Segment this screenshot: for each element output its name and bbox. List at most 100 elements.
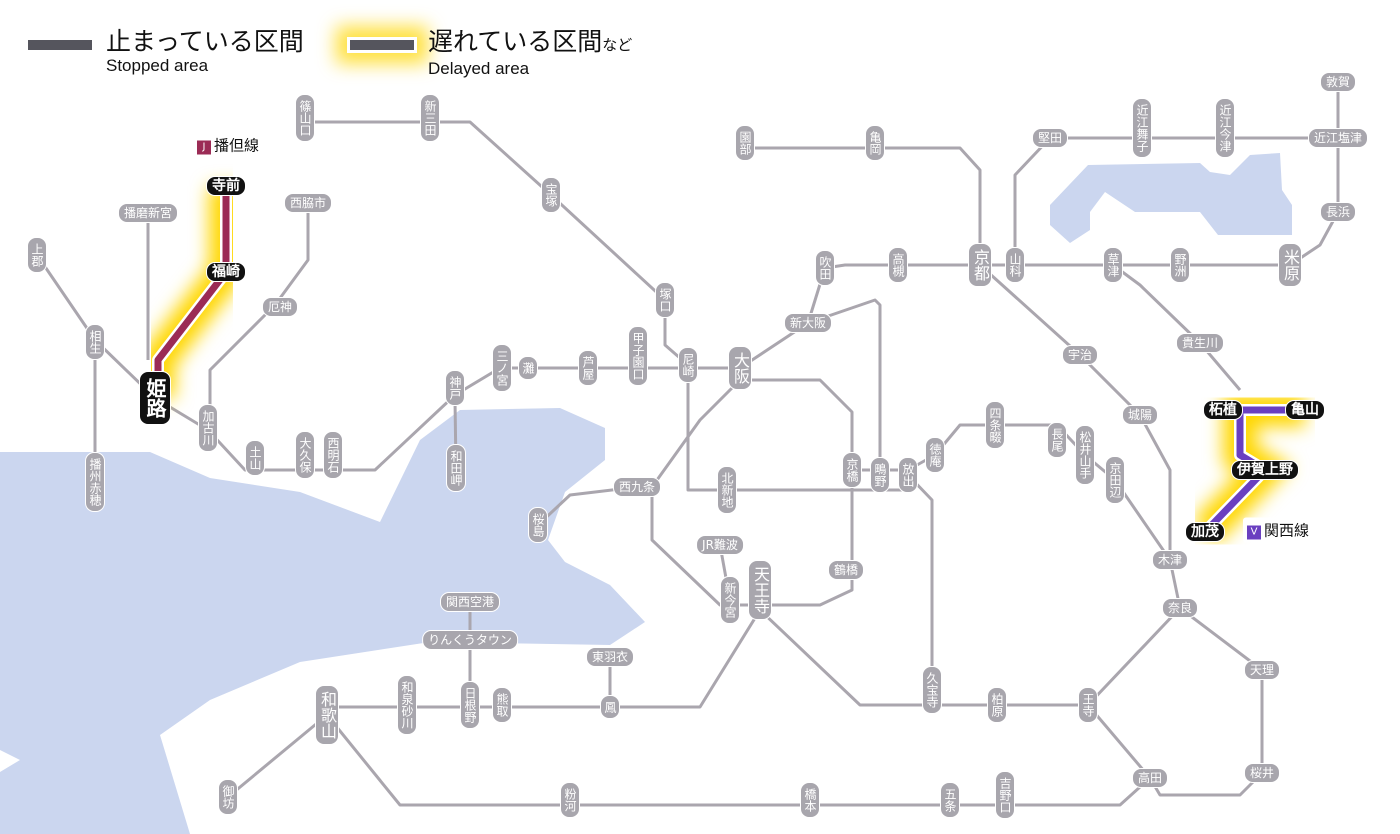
station-sonobe[interactable]: 園部	[735, 125, 755, 161]
station-tsuruga[interactable]: 敦賀	[1319, 72, 1357, 92]
station-nishiwakishi[interactable]: 西脇市	[283, 193, 333, 213]
station-osaka[interactable]: 大阪	[728, 346, 752, 390]
station-nishikujo[interactable]: 西九条	[612, 477, 662, 497]
station-igaueno[interactable]: 伊賀上野	[1231, 460, 1299, 480]
station-uji[interactable]: 宇治	[1061, 345, 1099, 365]
station-hashimoto[interactable]: 橋本	[800, 782, 820, 818]
station-omishiotsu[interactable]: 近江塩津	[1307, 128, 1369, 148]
track-segment	[1112, 263, 1242, 391]
track-segment	[686, 365, 908, 492]
station-himeji[interactable]: 姫路	[139, 371, 171, 425]
station-ashiya[interactable]: 芦屋	[578, 350, 598, 386]
station-wakayama[interactable]: 和歌山	[315, 685, 339, 745]
station-kamo[interactable]: 加茂	[1185, 522, 1225, 542]
station-takada[interactable]: 高田	[1131, 768, 1169, 788]
station-teramae[interactable]: 寺前	[206, 176, 246, 196]
station-gojo[interactable]: 五条	[940, 782, 960, 818]
station-maibara[interactable]: 米原	[1278, 243, 1302, 287]
station-kyoto[interactable]: 京都	[968, 243, 992, 287]
station-takarazuka[interactable]: 宝塚	[541, 177, 561, 213]
station-gobo[interactable]: 御坊	[218, 779, 238, 815]
station-aioi[interactable]: 相生	[85, 324, 105, 360]
station-hanaten[interactable]: 放出	[898, 457, 918, 493]
station-shinosaka[interactable]: 新大阪	[783, 313, 833, 333]
station-kameyama[interactable]: 亀山	[1285, 400, 1325, 420]
station-tokuan[interactable]: 徳庵	[925, 437, 945, 473]
station-oji[interactable]: 王寺	[1078, 687, 1098, 723]
station-nagahama[interactable]: 長浜	[1319, 202, 1357, 222]
stopped-swatch	[28, 40, 92, 50]
station-otori[interactable]: 鳳	[600, 695, 620, 719]
station-sakurajima[interactable]: 桜島	[528, 507, 548, 543]
station-omiimazu[interactable]: 近江今津	[1215, 98, 1235, 158]
station-shijonawate[interactable]: 四条畷	[985, 401, 1005, 449]
station-amagasaki[interactable]: 尼崎	[678, 347, 698, 383]
station-rinkutown[interactable]: りんくうタウン	[422, 630, 518, 650]
station-yoshinoguchi[interactable]: 吉野口	[995, 771, 1015, 819]
station-kitashinchi[interactable]: 北新地	[717, 466, 737, 514]
station-higashihagoromo[interactable]: 東羽衣	[585, 647, 635, 667]
station-banshuako[interactable]: 播州赤穂	[85, 452, 105, 512]
station-koshienguchi[interactable]: 甲子園口	[628, 326, 648, 386]
station-yakujin[interactable]: 厄神	[261, 297, 299, 317]
station-jrnamba[interactable]: JR難波	[696, 535, 744, 555]
station-kokawa[interactable]: 粉河	[560, 782, 580, 818]
station-izumisunagawa[interactable]: 和泉砂川	[397, 675, 417, 735]
station-tsuruhashi[interactable]: 鶴橋	[827, 560, 865, 580]
station-shigino[interactable]: 鴫野	[870, 457, 890, 493]
station-tennoji[interactable]: 天王寺	[748, 560, 772, 620]
station-kashiwara[interactable]: 柏原	[987, 687, 1007, 723]
station-kobe[interactable]: 神戸	[445, 370, 465, 406]
station-nara[interactable]: 奈良	[1161, 598, 1199, 618]
station-harimashingu[interactable]: 播磨新宮	[117, 203, 179, 223]
line-badge-kansai: V	[1246, 525, 1261, 540]
station-nishiakashi[interactable]: 西明石	[323, 431, 343, 479]
station-tsukaguchi[interactable]: 塚口	[655, 282, 675, 318]
station-takatsuki[interactable]: 高槻	[888, 247, 908, 283]
station-nagao[interactable]: 長尾	[1047, 422, 1067, 458]
station-tsuge[interactable]: 柘植	[1203, 400, 1243, 420]
station-shinimamiya[interactable]: 新今宮	[720, 576, 740, 624]
station-wadamisaki[interactable]: 和田岬	[446, 444, 466, 492]
legend-stopped-jp: 止まっている区間	[106, 27, 304, 56]
station-shinsanda[interactable]: 新三田	[420, 94, 440, 142]
station-sakurai[interactable]: 桜井	[1243, 763, 1281, 783]
osaka-bay-water	[0, 408, 645, 834]
station-yasu[interactable]: 野洲	[1170, 247, 1190, 283]
station-suita[interactable]: 吹田	[815, 250, 835, 286]
station-fukusaki[interactable]: 福崎	[206, 262, 246, 282]
station-kansaiairport[interactable]: 関西空港	[439, 592, 501, 612]
station-kizu[interactable]: 木津	[1151, 550, 1189, 570]
station-hineno[interactable]: 日根野	[460, 681, 480, 729]
station-yamashina[interactable]: 山科	[1005, 247, 1025, 283]
station-kameoka[interactable]: 亀岡	[865, 125, 885, 161]
station-kyotanabe[interactable]: 京田辺	[1105, 456, 1125, 504]
station-kumatori[interactable]: 熊取	[492, 687, 512, 723]
legend-stopped-en: Stopped area	[106, 56, 209, 75]
station-kyuhoji[interactable]: 久宝寺	[922, 666, 942, 714]
station-katata[interactable]: 堅田	[1031, 128, 1069, 148]
station-sasayamaguchi[interactable]: 篠山口	[295, 94, 315, 142]
station-matsuiyamate[interactable]: 松井山手	[1075, 425, 1095, 485]
legend-delayed-suffix: など	[602, 36, 633, 54]
station-kusatsu[interactable]: 草津	[1103, 247, 1123, 283]
station-kamigori[interactable]: 上郡	[27, 237, 47, 273]
station-tenri[interactable]: 天理	[1243, 660, 1281, 680]
track-segment	[305, 120, 689, 367]
legend-delayed-jp-wrap: 遅れている区間など	[428, 28, 632, 59]
station-nada[interactable]: 灘	[518, 356, 538, 380]
station-sannomiya[interactable]: 三ノ宮	[492, 344, 512, 392]
legend-delayed-jp: 遅れている区間	[428, 27, 603, 56]
station-kyobashi[interactable]: 京橋	[842, 452, 862, 488]
station-kakogawa[interactable]: 加古川	[198, 404, 218, 452]
station-tsuchiyama[interactable]: 土山	[245, 440, 265, 476]
station-omimaiko[interactable]: 近江舞子	[1132, 98, 1152, 158]
station-joyo[interactable]: 城陽	[1121, 405, 1159, 425]
station-okubo[interactable]: 大久保	[295, 431, 315, 479]
legend-delayed-en: Delayed area	[428, 59, 530, 78]
station-kibukawa[interactable]: 貴生川	[1175, 333, 1225, 353]
track-segment	[745, 146, 982, 265]
